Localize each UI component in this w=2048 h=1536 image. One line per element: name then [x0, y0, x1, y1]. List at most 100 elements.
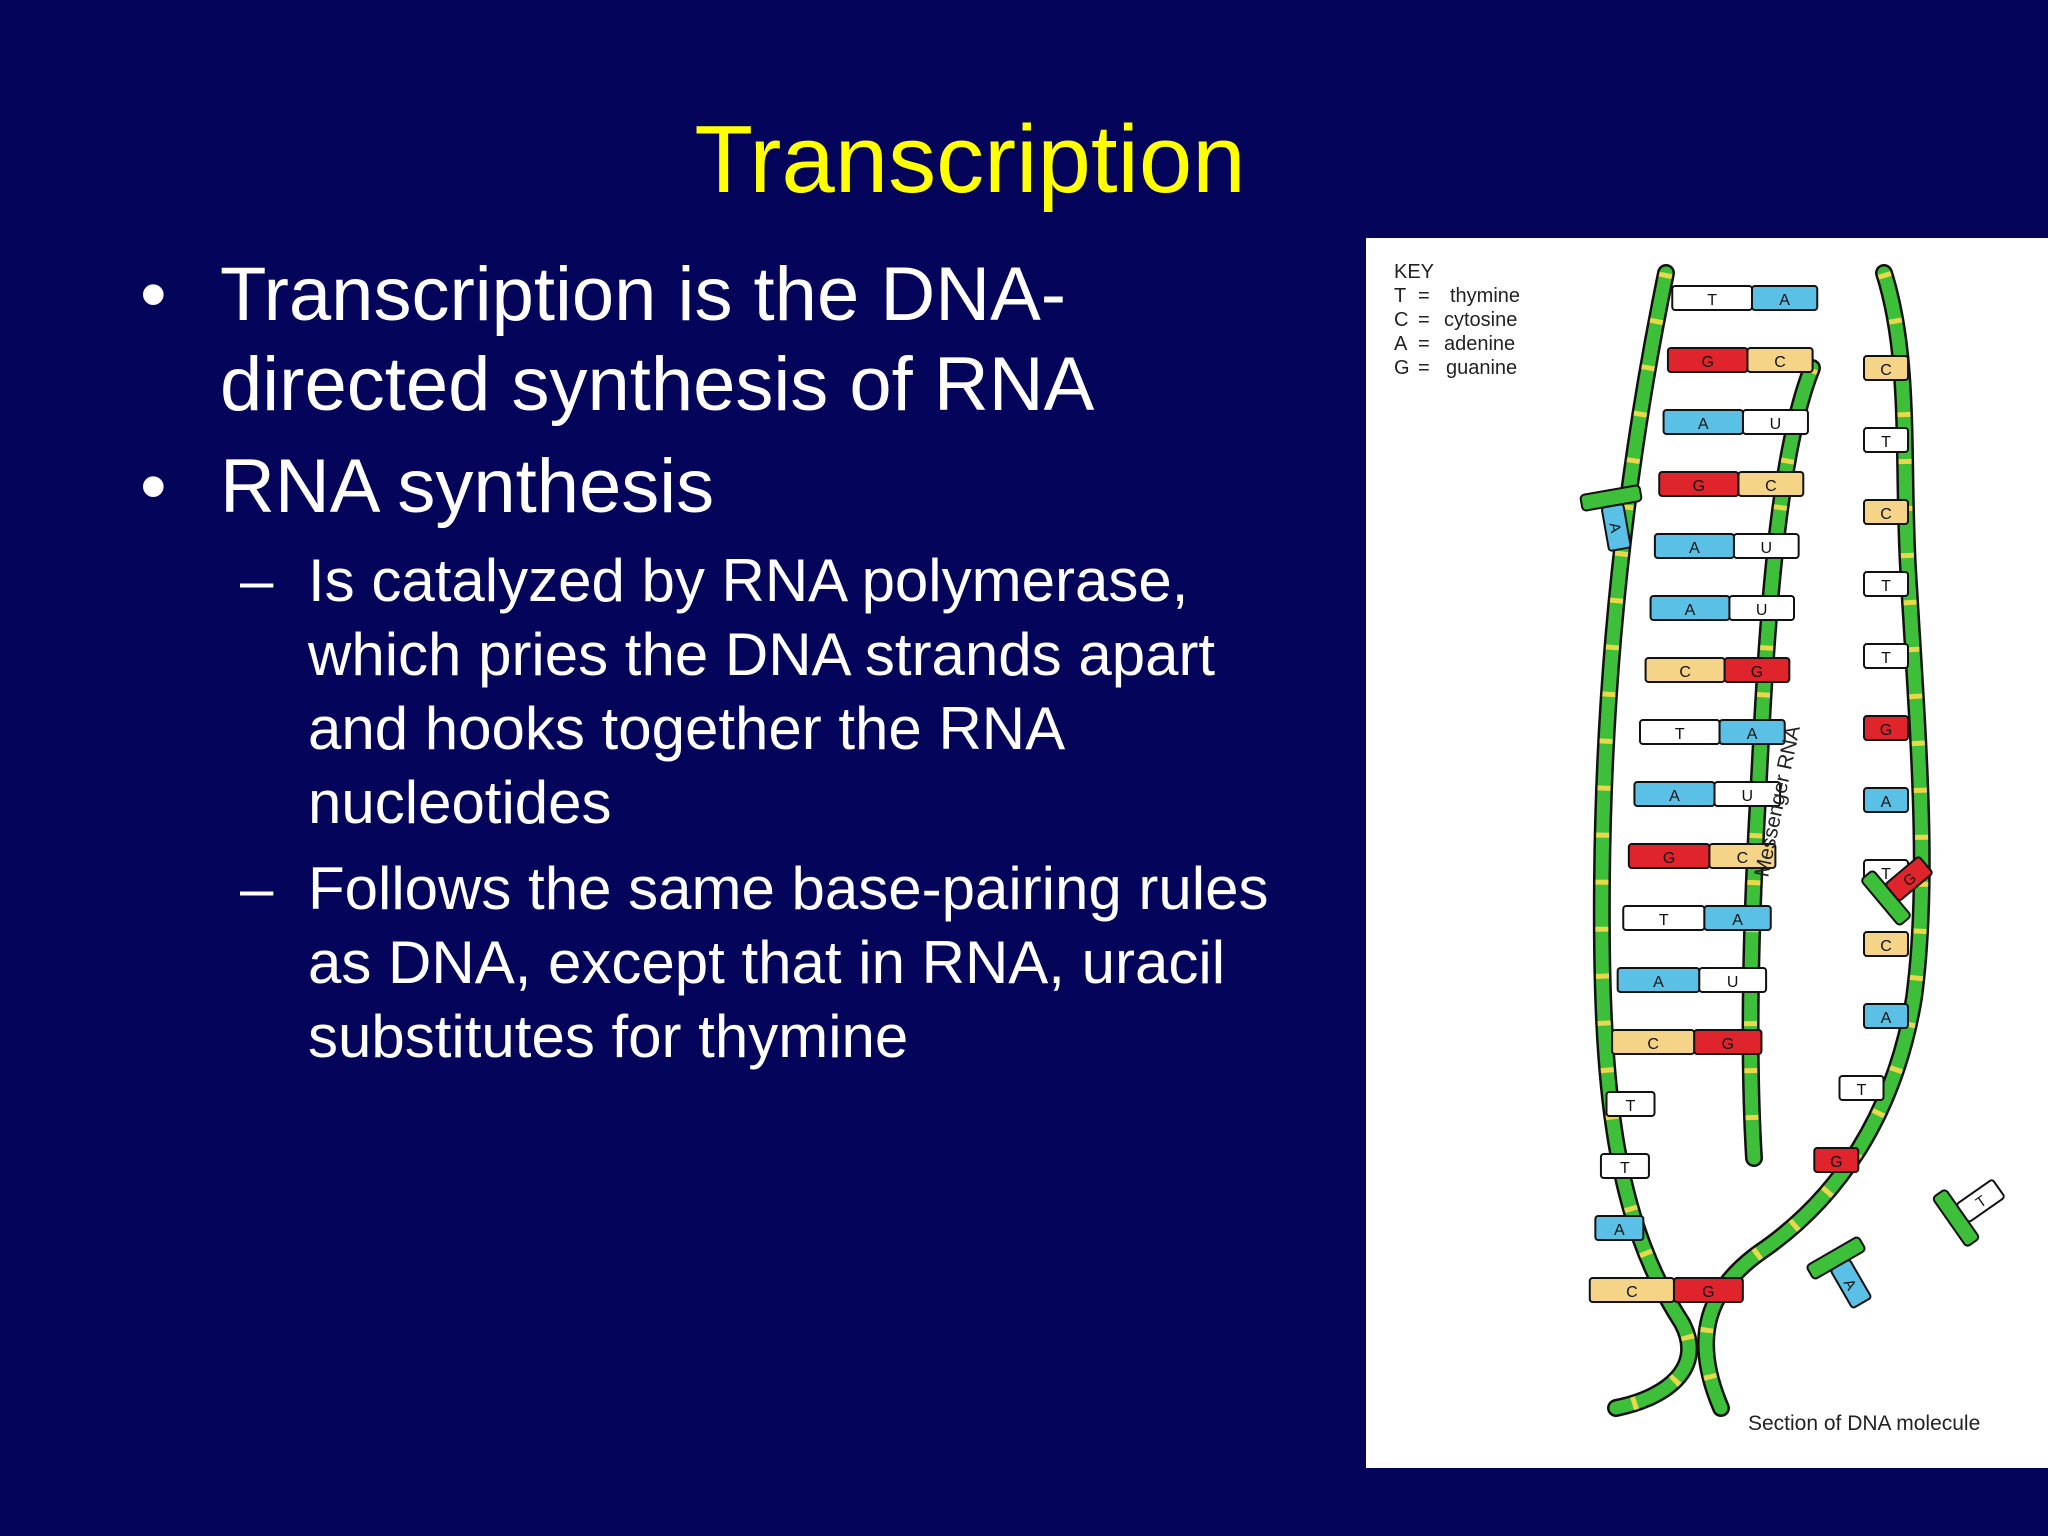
coding-base-t: T — [1863, 427, 1909, 453]
base-block — [1599, 1153, 1650, 1179]
sub-bullet-item: – Follows the same base-pairing rules as… — [140, 852, 1320, 1074]
coding-base-a: A — [1863, 787, 1909, 813]
base-block — [1813, 1147, 1860, 1173]
base-letter: T — [1857, 1082, 1867, 1099]
key-row-cytosine: C = cytosine — [1394, 309, 1517, 331]
base-letter: G — [1693, 478, 1705, 495]
coding-base-c: C — [1863, 931, 1909, 957]
template-base-t: T — [1622, 905, 1706, 931]
base-letter: C — [1880, 938, 1892, 955]
base-letter: A — [1653, 974, 1664, 991]
base-letter: C — [1679, 664, 1691, 681]
base-letter: A — [1732, 912, 1743, 929]
coding-base-c: C — [1863, 355, 1909, 381]
base-block — [1751, 285, 1819, 311]
template-base-a: A — [1594, 1215, 1645, 1241]
base-letter: T — [1707, 292, 1717, 309]
paired-base-a: A — [1718, 719, 1786, 745]
paired-base-g: G — [1723, 657, 1791, 683]
base-letter: A — [1881, 1010, 1892, 1027]
base-letter: C — [1880, 506, 1892, 523]
paired-base-a: A — [1751, 285, 1819, 311]
base-letter: A — [1614, 1222, 1625, 1239]
base-letter: A — [1747, 726, 1758, 743]
base-block — [1863, 355, 1909, 381]
sub-bullet-text: Is catalyzed by RNA polymerase, which pr… — [308, 547, 1216, 836]
key-letter: G — [1394, 357, 1410, 379]
base-letter: U — [1770, 416, 1782, 433]
base-letter: C — [1737, 850, 1749, 867]
base-letter: G — [1880, 722, 1892, 739]
base-block — [1863, 427, 1909, 453]
coding-base-t: T — [1838, 1075, 1885, 1101]
base-block — [1863, 931, 1909, 957]
base-letter: G — [1722, 1036, 1734, 1053]
template-base-g: G — [1666, 347, 1749, 373]
base-block — [1708, 843, 1777, 869]
paired-base-c: C — [1746, 347, 1814, 373]
base-block — [1863, 715, 1909, 741]
paired-base-u: U — [1698, 967, 1768, 993]
base-letter: G — [1701, 354, 1713, 371]
base-block — [1732, 533, 1800, 559]
base-letter: U — [1756, 602, 1768, 619]
base-letter: G — [1663, 850, 1675, 867]
slide-title: Transcription — [694, 106, 1246, 213]
base-letter: A — [1689, 540, 1700, 557]
template-base-a: A — [1616, 967, 1701, 993]
base-block — [1698, 967, 1768, 993]
base-block — [1863, 787, 1909, 813]
coding-base-t: T — [1863, 571, 1909, 597]
template-base-c: C — [1588, 1277, 1675, 1303]
sub-bullet-marker: – — [240, 855, 274, 922]
key-equals: = — [1418, 309, 1430, 331]
bullet-item: • RNA synthesis — [140, 442, 1320, 532]
sub-bullet-item: – Is catalyzed by RNA polymerase, which … — [140, 544, 1320, 840]
key-equals: = — [1418, 333, 1430, 355]
base-block — [1672, 1277, 1744, 1303]
base-letter: A — [1669, 788, 1680, 805]
bullet-marker: • — [140, 252, 167, 337]
paired-base-c: C — [1737, 471, 1805, 497]
figure-caption: Section of DNA molecule — [1748, 1412, 1980, 1435]
key-row-thymine: T = thymine — [1394, 285, 1520, 307]
base-block — [1863, 643, 1909, 669]
paired-base-u: U — [1728, 595, 1796, 621]
template-base-t: T — [1671, 285, 1753, 311]
key-name: cytosine — [1444, 309, 1517, 331]
free-nucleotide-t: T — [1932, 1179, 2005, 1247]
base-letter: T — [1659, 912, 1669, 929]
base-letter: T — [1881, 434, 1891, 451]
base-letter: C — [1647, 1036, 1659, 1053]
key-title: KEY — [1394, 261, 1434, 283]
free-nucleotide-base — [1601, 503, 1632, 552]
paired-base-u: U — [1741, 409, 1809, 435]
paired-base-g: G — [1672, 1277, 1744, 1303]
base-block — [1718, 719, 1786, 745]
base-block — [1605, 1091, 1656, 1117]
base-block — [1863, 571, 1909, 597]
template-base-t: T — [1638, 719, 1721, 745]
paired-base-u: U — [1713, 781, 1782, 807]
base-letter: T — [1881, 578, 1891, 595]
free-nucleotide-letter: A — [1605, 521, 1623, 534]
bullet-list: • Transcription is the DNA-directed synt… — [140, 250, 1320, 1086]
base-letter: A — [1881, 794, 1892, 811]
template-base-c: C — [1611, 1029, 1696, 1055]
key-name: thymine — [1450, 285, 1520, 307]
template-base-a: A — [1653, 533, 1735, 559]
key-row-guanine: G = guanine — [1394, 357, 1517, 379]
template-base-a: A — [1662, 409, 1744, 435]
coding-dna-strand — [1699, 266, 1929, 1415]
paired-base-g: G — [1693, 1029, 1763, 1055]
base-block — [1838, 1075, 1885, 1101]
base-letter: A — [1685, 602, 1696, 619]
base-block — [1737, 471, 1805, 497]
free-nucleotide-base — [1830, 1259, 1872, 1309]
base-letter: G — [1830, 1154, 1842, 1171]
base-letter: C — [1765, 478, 1777, 495]
base-block — [1741, 409, 1809, 435]
template-base-g: G — [1658, 471, 1740, 497]
